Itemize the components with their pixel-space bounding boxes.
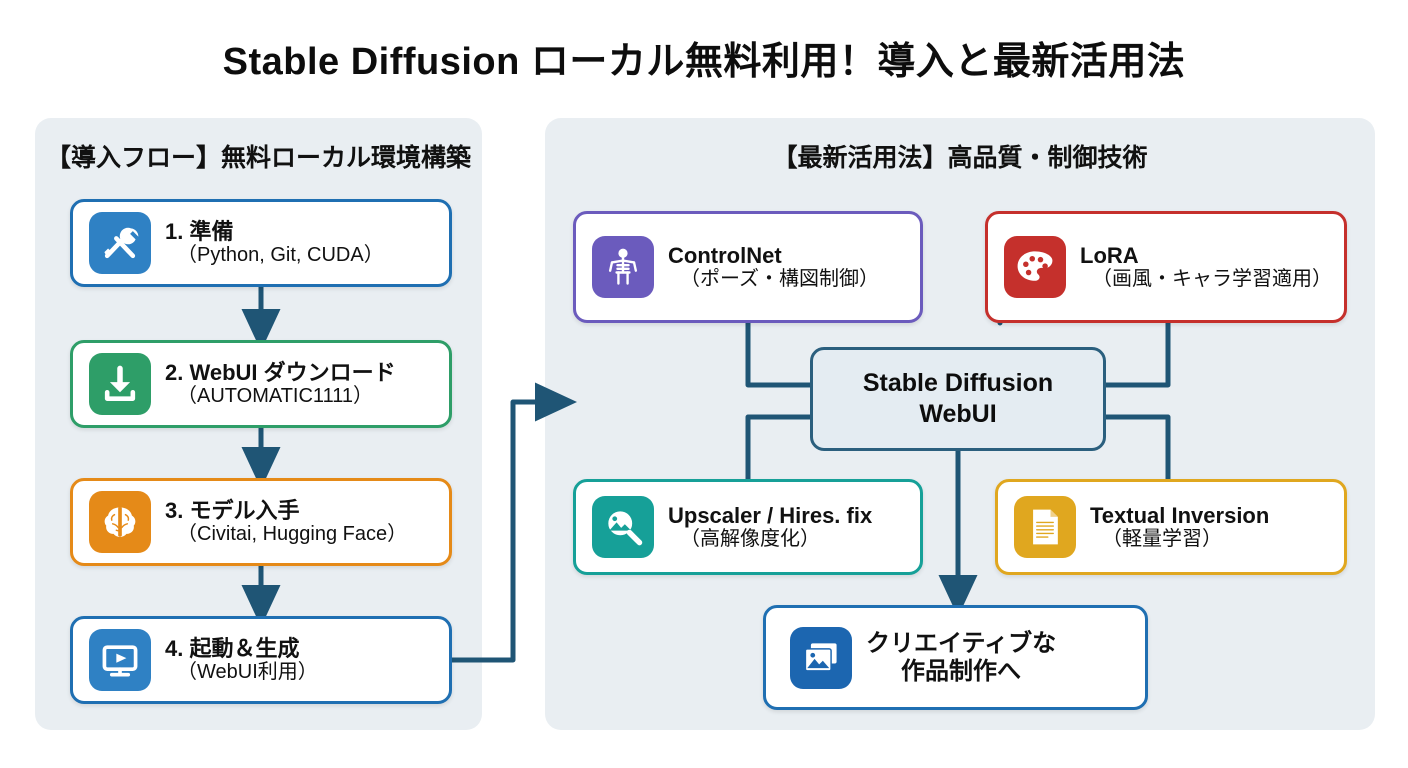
feature-subtitle: （画風・キャラ学習適用） <box>1092 268 1332 291</box>
feature-subtitle: （軽量学習） <box>1102 528 1222 551</box>
feature-subtitle: （高解像度化） <box>680 528 820 551</box>
image-magnifier-icon <box>592 496 654 558</box>
step-text: 3. モデル入手 （Civitai, Hugging Face） <box>165 498 407 546</box>
feature-subtitle: （ポーズ・構図制御） <box>680 268 879 291</box>
feature-card-lora[interactable]: LoRA （画風・キャラ学習適用） <box>985 211 1347 323</box>
page-title: Stable Diffusion ローカル無料利用！導入と最新活用法 <box>222 41 1186 83</box>
feature-text: Textual Inversion （軽量学習） <box>1090 503 1269 551</box>
monitor-play-icon <box>89 629 151 691</box>
step-text: 2. WebUI ダウンロード （AUTOMATIC1111） <box>165 360 396 408</box>
step-title: 3. モデル入手 <box>165 497 300 523</box>
feature-card-upscaler[interactable]: Upscaler / Hires. fix （高解像度化） <box>573 479 923 575</box>
hub-line-2: WebUI <box>919 400 997 428</box>
skeleton-pose-icon <box>592 236 654 298</box>
step-subtitle: （Civitai, Hugging Face） <box>177 523 408 546</box>
step-subtitle: （WebUI利用） <box>177 661 318 684</box>
step-text: 1. 準備 （Python, Git, CUDA） <box>165 219 384 267</box>
hub-line-1: Stable Diffusion <box>862 369 1054 397</box>
step-card-webui-download[interactable]: 2. WebUI ダウンロード （AUTOMATIC1111） <box>70 340 452 428</box>
feature-title: Textual Inversion <box>1090 502 1270 528</box>
step-card-launch-generate[interactable]: 4. 起動＆生成 （WebUI利用） <box>70 616 452 704</box>
outcome-line-2: 作品制作へ <box>901 657 1022 685</box>
feature-text: ControlNet （ポーズ・構図制御） <box>668 243 879 291</box>
palette-icon <box>1004 236 1066 298</box>
step-subtitle: （AUTOMATIC1111） <box>177 385 373 408</box>
step-title: 2. WebUI ダウンロード <box>165 359 396 385</box>
feature-title: Upscaler / Hires. fix <box>668 502 873 528</box>
outcome-card-creative-works[interactable]: クリエイティブな 作品制作へ <box>763 605 1148 710</box>
feature-text: Upscaler / Hires. fix （高解像度化） <box>668 503 872 551</box>
feature-card-textual-inversion[interactable]: Textual Inversion （軽量学習） <box>995 479 1347 575</box>
feature-title: LoRA <box>1080 242 1139 268</box>
feature-card-controlnet[interactable]: ControlNet （ポーズ・構図制御） <box>573 211 923 323</box>
download-icon <box>89 353 151 415</box>
panel-right-title: 【最新活用法】高品質・制御技術 <box>772 144 1148 172</box>
step-title: 1. 準備 <box>165 218 234 244</box>
document-text-icon <box>1014 496 1076 558</box>
photo-stack-icon <box>790 626 852 689</box>
hub-stable-diffusion-webui[interactable]: Stable Diffusion WebUI <box>810 347 1106 451</box>
outcome-text: クリエイティブな 作品制作へ <box>866 630 1056 685</box>
step-subtitle: （Python, Git, CUDA） <box>177 244 384 267</box>
feature-text: LoRA （画風・キャラ学習適用） <box>1080 243 1332 291</box>
outcome-line-1: クリエイティブな <box>866 629 1057 657</box>
step-card-preparation[interactable]: 1. 準備 （Python, Git, CUDA） <box>70 199 452 287</box>
step-card-model-acquisition[interactable]: 3. モデル入手 （Civitai, Hugging Face） <box>70 478 452 566</box>
step-title: 4. 起動＆生成 <box>165 635 300 661</box>
panel-left-title: 【導入フロー】無料ローカル環境構築 <box>45 144 471 172</box>
tools-icon <box>89 212 151 274</box>
brain-icon <box>89 491 151 553</box>
step-text: 4. 起動＆生成 （WebUI利用） <box>165 636 318 684</box>
feature-title: ControlNet <box>668 242 782 268</box>
